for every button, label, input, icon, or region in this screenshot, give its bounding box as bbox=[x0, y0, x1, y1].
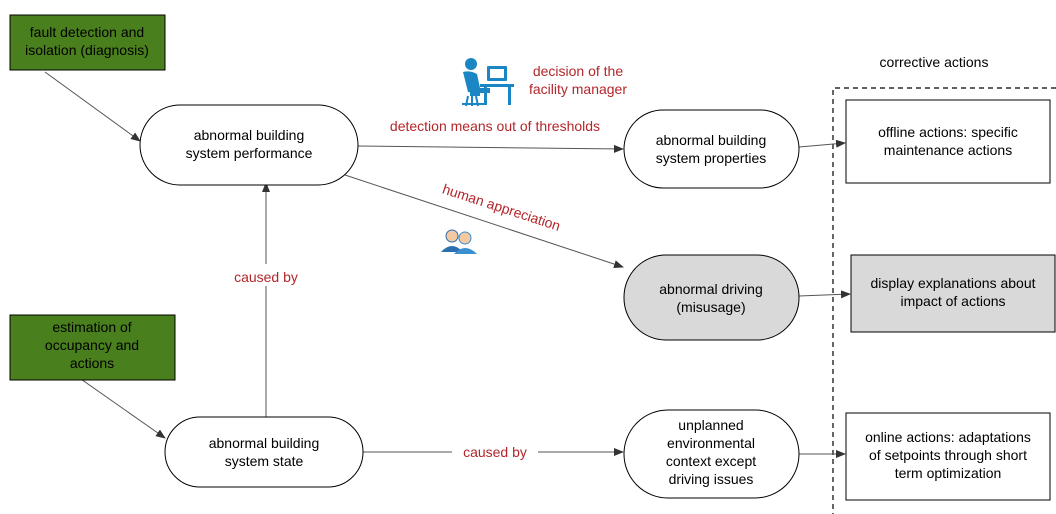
node-performance-line-1: abnormal building bbox=[194, 127, 305, 143]
node-driving-line-1: abnormal driving bbox=[659, 281, 763, 297]
action-display: display explanations about impact of act… bbox=[850, 254, 1056, 333]
action-display-line-2: impact of actions bbox=[900, 293, 1005, 309]
edge-performance-to-driving bbox=[344, 174, 624, 268]
action-offline: offline actions: specific maintenance ac… bbox=[845, 99, 1051, 184]
edge-occupancy-to-state bbox=[67, 369, 166, 439]
users-icon bbox=[441, 229, 477, 254]
action-offline-line-1: offline actions: specific bbox=[878, 124, 1018, 140]
label-decision-line-1: decision of the bbox=[533, 63, 623, 79]
node-state-line-2: system state bbox=[225, 453, 304, 469]
action-online-line-1: online actions: adaptations bbox=[865, 429, 1031, 445]
node-performance-line-2: system performance bbox=[186, 145, 313, 161]
edge-properties-to-offline bbox=[798, 139, 846, 148]
action-offline-line-2: maintenance actions bbox=[884, 142, 1012, 158]
edge-performance-to-properties bbox=[356, 144, 624, 153]
label-human-appreciation: human appreciation bbox=[441, 181, 563, 234]
input-occupancy-line-2: occupancy and bbox=[45, 337, 139, 353]
edge-driving-to-display bbox=[798, 290, 851, 299]
node-context-line-1: unplanned bbox=[678, 417, 743, 433]
node-context: unplanned environmental context except d… bbox=[623, 409, 800, 499]
corrective-actions-region bbox=[832, 87, 1056, 514]
label-thresholds: detection means out of thresholds bbox=[390, 118, 600, 134]
node-context-line-2: environmental bbox=[667, 435, 755, 451]
node-driving-line-2: (misusage) bbox=[676, 299, 745, 315]
node-properties: abnormal building system properties bbox=[623, 109, 800, 189]
action-display-line-1: display explanations about bbox=[870, 275, 1035, 291]
input-fdi: fault detection and isolation (diagnosis… bbox=[9, 14, 166, 71]
input-occupancy-line-1: estimation of bbox=[52, 319, 131, 335]
node-properties-line-2: system properties bbox=[656, 150, 766, 166]
node-driving: abnormal driving (misusage) bbox=[623, 254, 800, 341]
corrective-actions-title: corrective actions bbox=[880, 54, 989, 70]
node-context-line-4: driving issues bbox=[669, 471, 754, 487]
facility-manager-icon bbox=[462, 58, 514, 107]
action-online: online actions: adaptations of setpoints… bbox=[845, 412, 1051, 501]
node-state: abnormal building system state bbox=[164, 416, 364, 488]
input-fdi-line-2: isolation (diagnosis) bbox=[25, 42, 149, 58]
input-occupancy: estimation of occupancy and actions bbox=[9, 314, 176, 381]
node-performance: abnormal building system performance bbox=[139, 104, 359, 186]
action-online-line-3: term optimization bbox=[895, 465, 1002, 481]
action-online-line-2: of setpoints through short bbox=[869, 447, 1027, 463]
input-occupancy-line-3: actions bbox=[70, 355, 114, 371]
label-decision-line-2: facility manager bbox=[529, 81, 627, 97]
label-caused-by-horizontal: caused by bbox=[463, 444, 527, 460]
edge-fdi-to-performance bbox=[44, 71, 141, 142]
node-state-line-1: abnormal building bbox=[209, 435, 320, 451]
node-context-line-3: context except bbox=[666, 453, 756, 469]
node-properties-line-1: abnormal building bbox=[656, 132, 767, 148]
label-caused-by-vertical: caused by bbox=[234, 269, 298, 285]
input-fdi-line-1: fault detection and bbox=[30, 24, 144, 40]
